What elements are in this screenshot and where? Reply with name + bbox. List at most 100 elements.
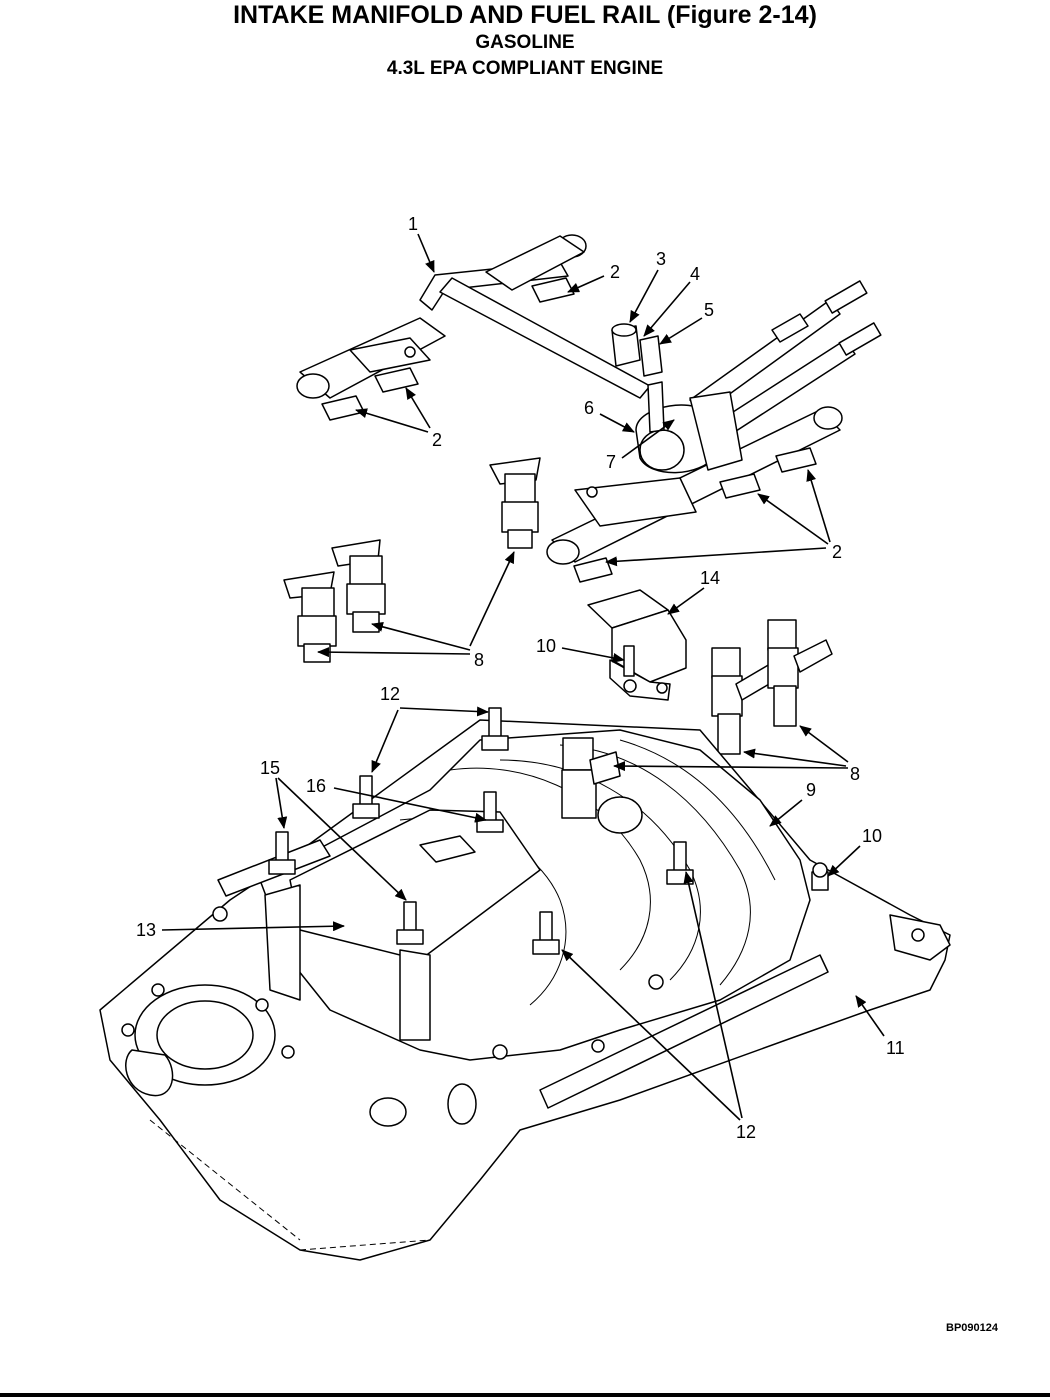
callout-7: 7 bbox=[606, 452, 616, 472]
injector-connector-right-b bbox=[793, 639, 833, 673]
leader-8b-2 bbox=[743, 748, 847, 767]
leader-2c-3 bbox=[806, 469, 831, 543]
callout-2-top: 2 bbox=[610, 262, 620, 282]
regulator-housing bbox=[689, 391, 743, 471]
injector-tip-upper bbox=[507, 529, 533, 549]
fuel-return-line-end bbox=[838, 322, 882, 356]
leader-12b-2 bbox=[561, 949, 741, 1121]
manifold-side-wall-mid bbox=[399, 949, 431, 1041]
callout-11: 11 bbox=[886, 1038, 905, 1058]
injector-socket-left-2 bbox=[374, 367, 419, 393]
stud-7 bbox=[539, 911, 553, 943]
leader-15-1 bbox=[275, 777, 288, 829]
leader-16 bbox=[333, 787, 487, 823]
leader-3 bbox=[629, 269, 659, 323]
injector-tip-left bbox=[303, 643, 331, 663]
stud-6 bbox=[673, 841, 687, 873]
callout-10-map: 10 bbox=[536, 636, 556, 656]
callout-2-left: 2 bbox=[432, 430, 442, 450]
map-sensor bbox=[587, 589, 687, 701]
leader-10b bbox=[827, 845, 861, 877]
callout-4: 4 bbox=[690, 264, 700, 284]
callout-16: 16 bbox=[306, 776, 326, 796]
runner-rib-1 bbox=[449, 767, 651, 971]
manifold-boss bbox=[597, 796, 643, 834]
callout-13: 13 bbox=[136, 920, 156, 940]
injector-socket-right-2 bbox=[719, 473, 761, 499]
stud-2-nut bbox=[352, 803, 380, 819]
fuel-rail-right-end bbox=[546, 539, 580, 565]
installed-injector-top bbox=[562, 737, 594, 771]
manifold-port-2 bbox=[447, 1083, 477, 1125]
leader-13 bbox=[161, 921, 345, 932]
manifold-cover-plate bbox=[289, 809, 541, 961]
figure-reference-code: BP090124 bbox=[946, 1322, 998, 1334]
injector-body-right-d bbox=[767, 647, 799, 689]
map-sensor-port bbox=[656, 682, 668, 694]
injector-socket-right-3 bbox=[775, 447, 817, 473]
installed-injector-body bbox=[561, 769, 597, 819]
installed-injector-connector bbox=[589, 751, 621, 785]
bolt-manifold-front-2 bbox=[591, 1039, 605, 1053]
leader-11 bbox=[855, 995, 885, 1037]
manifold-port-1 bbox=[369, 1097, 407, 1127]
leader-lines bbox=[161, 233, 885, 1121]
title-block: INTAKE MANIFOLD AND FUEL RAIL (Figure 2-… bbox=[0, 0, 1050, 82]
callout-6: 6 bbox=[584, 398, 594, 418]
stud-3-nut bbox=[476, 819, 504, 833]
leader-15-2 bbox=[277, 777, 407, 901]
stud-5 bbox=[403, 901, 417, 933]
leader-8a-3 bbox=[469, 551, 515, 647]
injector-socket-upper bbox=[531, 277, 575, 303]
leader-9 bbox=[769, 799, 803, 827]
injector-socket-right-1 bbox=[573, 557, 613, 583]
leader-6 bbox=[599, 413, 635, 433]
leader-1 bbox=[417, 233, 435, 273]
injector-tip-mid bbox=[352, 611, 380, 633]
map-sensor-bolt bbox=[623, 645, 635, 677]
fuel-rail-right-end-far bbox=[813, 406, 843, 430]
stud-2 bbox=[359, 775, 373, 807]
leader-2c-2 bbox=[757, 493, 829, 545]
rail-bracket-upper bbox=[485, 235, 585, 291]
bolt-manifold-center bbox=[648, 974, 664, 990]
leader-4 bbox=[643, 281, 691, 337]
leader-5 bbox=[659, 317, 703, 345]
callout-10-manifold: 10 bbox=[862, 826, 882, 846]
injector-body-right-b bbox=[711, 675, 743, 717]
leader-7 bbox=[621, 419, 675, 459]
throttle-bolt-hole-4 bbox=[281, 1045, 295, 1059]
manifold-studs bbox=[212, 707, 829, 1060]
callout-5: 5 bbox=[704, 300, 714, 320]
manifold-side-wall-left bbox=[264, 884, 301, 1001]
callout-12-top: 12 bbox=[380, 684, 400, 704]
callout-labels: 1 2 3 4 5 2 6 7 2 14 10 8 12 8 15 16 9 1… bbox=[136, 214, 905, 1142]
stud-5-nut bbox=[396, 929, 424, 945]
map-sensor-bolt-head bbox=[623, 679, 637, 693]
callout-9: 9 bbox=[806, 780, 816, 800]
leader-2a bbox=[567, 275, 605, 293]
injector-body-right-a bbox=[711, 647, 741, 679]
callout-8-left: 8 bbox=[474, 650, 484, 670]
leader-12a-1 bbox=[399, 706, 489, 717]
callout-3: 3 bbox=[656, 249, 666, 269]
callout-15: 15 bbox=[260, 758, 280, 778]
injector-body-left-a bbox=[301, 587, 335, 619]
fuel-rail-assembly bbox=[296, 234, 882, 583]
injector-body-mid-b bbox=[346, 583, 386, 615]
fuel-pressure-regulator-cap bbox=[639, 429, 685, 471]
injector-body-right-c bbox=[767, 619, 797, 651]
throttle-boss bbox=[125, 1049, 174, 1097]
injector-tip-right-b bbox=[773, 685, 797, 727]
callout-12-bottom: 12 bbox=[736, 1122, 756, 1142]
fuel-injector-group-left bbox=[283, 457, 541, 663]
runner-rib-4 bbox=[619, 739, 776, 881]
manifold-lower-edge bbox=[149, 1119, 431, 1251]
leader-14 bbox=[667, 587, 705, 615]
manifold-corner-hole bbox=[911, 928, 925, 942]
callout-8-right: 8 bbox=[850, 764, 860, 784]
leader-2b-2 bbox=[405, 387, 431, 429]
bolt-manifold-left bbox=[212, 906, 228, 922]
leader-2c-1 bbox=[605, 547, 827, 567]
